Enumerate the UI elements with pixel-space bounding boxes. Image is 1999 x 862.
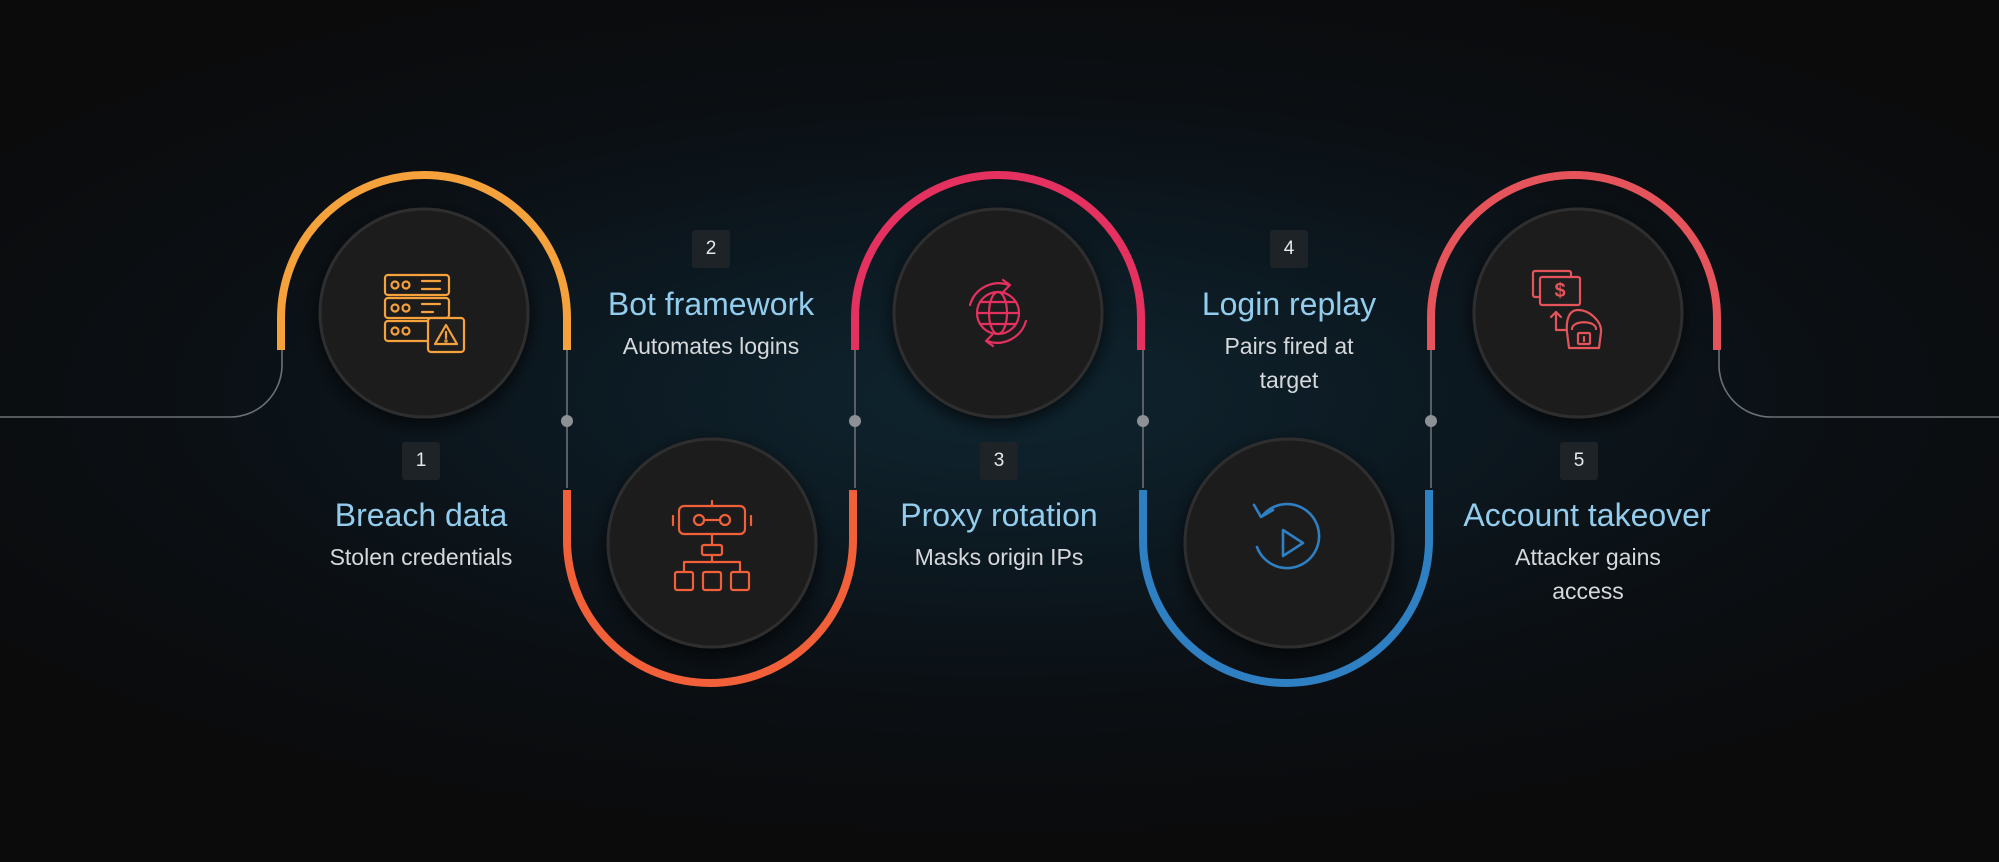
money-hacker-icon: $ bbox=[1531, 269, 1603, 350]
step-5-subtitle: Attacker gains access bbox=[1515, 544, 1661, 604]
step-circle bbox=[1472, 207, 1684, 419]
junction-dot bbox=[561, 415, 573, 427]
step-4-number-badge: 4 bbox=[1270, 230, 1308, 268]
junction-dot bbox=[1425, 415, 1437, 427]
step-3-number-badge: 3 bbox=[980, 442, 1018, 480]
arc-step-1 bbox=[277, 171, 571, 350]
step-2-title: Bot framework bbox=[607, 286, 815, 322]
svg-text:$: $ bbox=[1554, 280, 1565, 302]
junction-dot bbox=[849, 415, 861, 427]
junction-dot bbox=[1137, 415, 1149, 427]
step-3-title: Proxy rotation bbox=[900, 497, 1098, 533]
arc-step-4 bbox=[1139, 490, 1433, 687]
step-1-title: Breach data bbox=[334, 497, 508, 533]
arc-step-3 bbox=[851, 171, 1145, 350]
step-4-title: Login replay bbox=[1201, 286, 1377, 322]
step-circle bbox=[1183, 437, 1395, 649]
step-5-title: Account takeover bbox=[1463, 497, 1711, 533]
step-3-subtitle: Masks origin IPs bbox=[914, 544, 1084, 570]
arc-step-5 bbox=[1427, 171, 1721, 350]
bot-network-icon bbox=[671, 499, 753, 592]
step-5-number-badge: 5 bbox=[1560, 442, 1598, 480]
globe-rotate-icon bbox=[968, 278, 1028, 348]
step-2-subtitle: Automates logins bbox=[622, 333, 800, 359]
step-2-number-badge: 2 bbox=[692, 230, 730, 268]
replay-icon bbox=[1252, 502, 1321, 570]
server-warning-icon bbox=[383, 273, 466, 354]
step-1-number-badge: 1 bbox=[402, 442, 440, 480]
arc-step-2 bbox=[563, 490, 857, 687]
step-4-subtitle: Pairs fired at target bbox=[1224, 333, 1354, 393]
step-1-subtitle: Stolen credentials bbox=[329, 544, 513, 570]
